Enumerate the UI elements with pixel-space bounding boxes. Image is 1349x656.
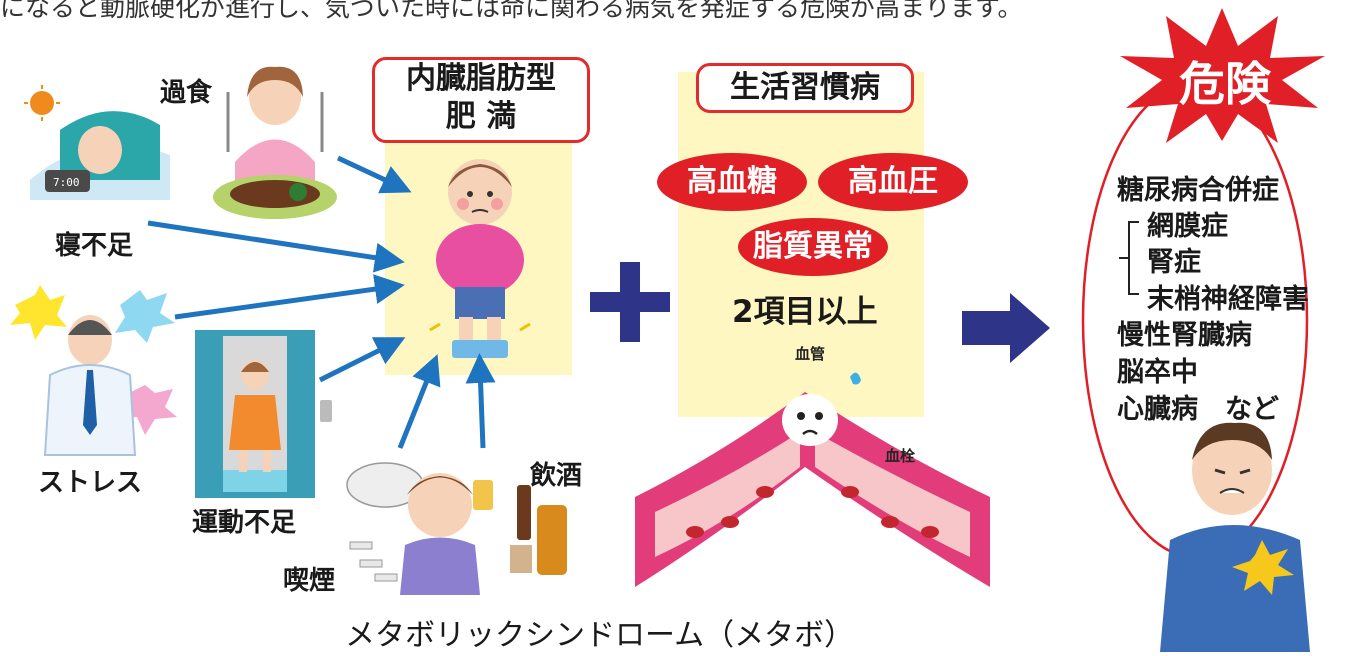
visceral-title-line1: 内臓脂肪型 <box>406 61 556 96</box>
obese-person-illustration <box>425 152 535 367</box>
disease-retinopathy: 網膜症 <box>1147 211 1228 242</box>
visceral-title-line2: 肥 満 <box>445 99 517 134</box>
overeating-person-illustration <box>210 62 340 222</box>
arrow-stress <box>174 274 405 320</box>
right-arrow-icon <box>962 293 1050 363</box>
svg-text:7:00: 7:00 <box>53 176 80 189</box>
intro-text: になると動脈硬化が進行し、気づいた時には命に関わる病気を発症する危険が高まります… <box>0 0 1023 22</box>
arrow-drinking <box>465 353 496 449</box>
arrow-smoking <box>397 354 441 449</box>
disease-heart-disease: 心臓病 など <box>1117 394 1279 425</box>
two-or-more-items: 2項目以上 <box>732 294 878 330</box>
vessel-label: 血管 <box>795 345 826 363</box>
arrow-overeating <box>336 155 412 194</box>
drinking-label: 飲酒 <box>530 461 583 491</box>
metabolic-syndrome-caption: メタボリックシンドローム（メタボ） <box>345 618 855 653</box>
smoking-drinking-person-illustration <box>345 450 585 595</box>
smoking-label: 喫煙 <box>283 566 336 596</box>
disease-neuropathy: 末梢神経障害 <box>1147 284 1309 315</box>
danger-title: 危険 <box>1179 57 1271 111</box>
arrow-lack-of-exercise <box>318 337 406 383</box>
danger-burst-icon <box>1120 8 1325 143</box>
stress-label: ストレス <box>38 468 143 498</box>
arrow-lack-of-sleep <box>147 220 405 273</box>
disease-ckd: 慢性腎臓病 <box>1117 320 1252 351</box>
visceral-fat-obesity-title: 内臓脂肪型 肥 満 <box>372 57 590 143</box>
clot-label: 血栓 <box>885 447 916 465</box>
complication-bracket <box>1115 218 1143 298</box>
disease-stroke: 脳卒中 <box>1117 357 1198 388</box>
high-blood-pressure-pill: 高血圧 <box>818 153 968 211</box>
lack-of-exercise-label: 運動不足 <box>192 508 297 538</box>
high-blood-sugar-pill: 高血糖 <box>657 153 807 211</box>
lifestyle-disease-title: 生活習慣病 <box>696 63 914 113</box>
stressed-person-illustration <box>5 285 180 456</box>
lack-of-sleep-label: 寝不足 <box>55 231 134 261</box>
blood-vessel-illustration <box>635 372 990 587</box>
disease-nephropathy: 腎症 <box>1147 247 1201 278</box>
dyslipidemia-pill: 脂質異常 <box>738 218 888 276</box>
chest-pain-person-illustration <box>1160 415 1310 652</box>
elevator-person-illustration <box>195 330 340 498</box>
disease-diabetes-complications: 糖尿病合併症 <box>1117 175 1279 206</box>
overeating-label: 過食 <box>160 78 213 108</box>
sleepless-person-illustration: 7:00 <box>20 85 170 205</box>
plus-icon <box>590 262 670 342</box>
